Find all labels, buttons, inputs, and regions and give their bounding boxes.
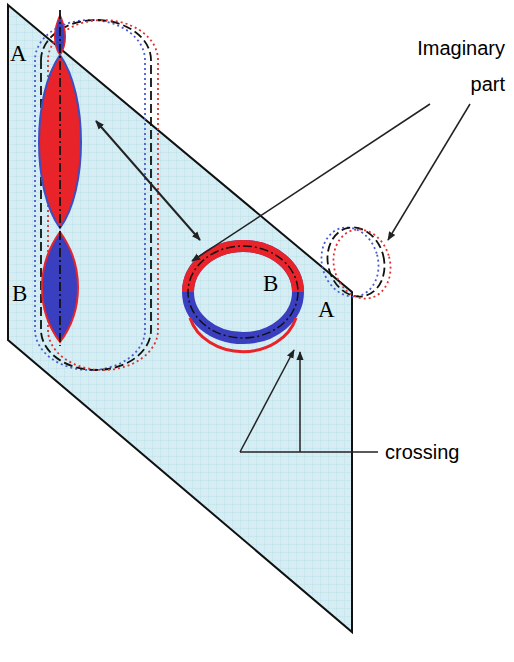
leader-line — [240, 350, 294, 452]
complex-plane — [8, 5, 352, 632]
ribbon-axis — [59, 10, 61, 346]
point-label: A — [10, 42, 27, 66]
point-label: A — [318, 298, 335, 322]
imaginary-loop-blue — [35, 20, 145, 370]
annotation-label: Imaginary part — [390, 30, 505, 102]
ring-axis — [188, 246, 298, 338]
deformation-arrow — [96, 121, 200, 240]
ring-blue-band — [188, 246, 298, 338]
imaginary-ring-red — [326, 223, 398, 305]
imaginary-ring-blue — [314, 221, 386, 303]
point-label: B — [12, 282, 27, 306]
leader-line — [192, 104, 430, 261]
point-label: B — [263, 272, 278, 296]
leader-line — [388, 104, 470, 240]
ring-red-edge — [190, 318, 296, 352]
leader-line — [299, 352, 301, 452]
annotation-label: crossing — [385, 434, 459, 470]
leader-line — [240, 451, 378, 453]
